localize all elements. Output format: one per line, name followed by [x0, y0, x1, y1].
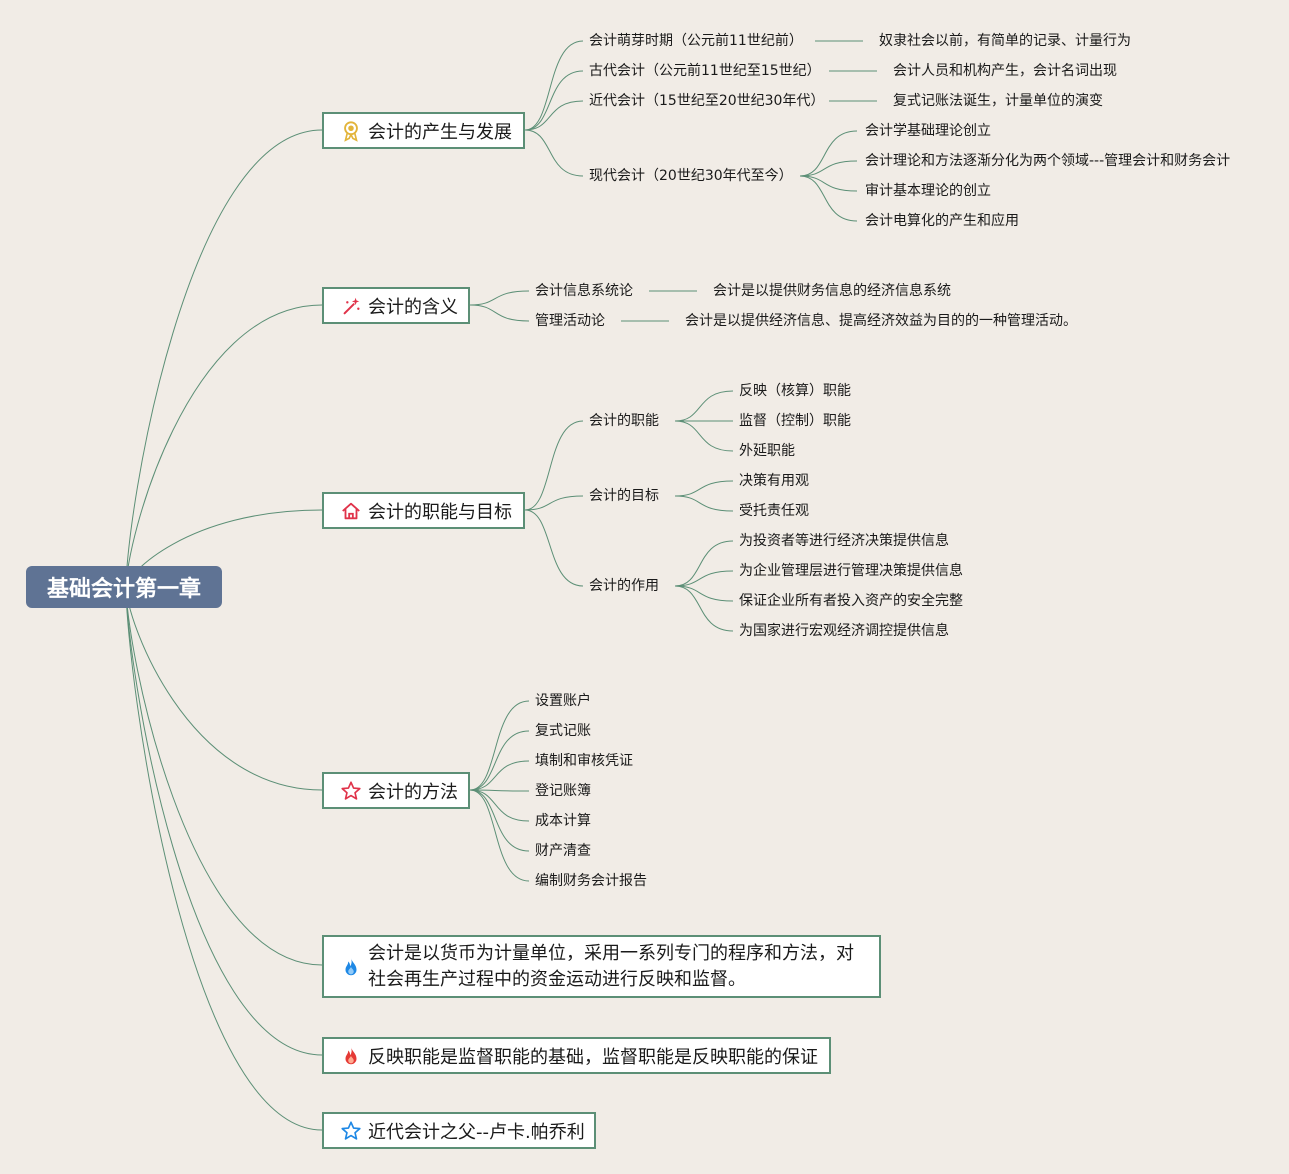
func-g3-item-2[interactable]: 为企业管理层进行管理决策提供信息 — [739, 563, 963, 579]
func-g1-item-1[interactable]: 反映（核算）职能 — [739, 383, 851, 399]
star-outline-red-icon — [340, 780, 362, 802]
meaning-item-1[interactable]: 会计信息系统论 — [535, 283, 633, 299]
topic-relation-label: 反映职能是监督职能的基础，监督职能是反映职能的保证 — [368, 1046, 818, 1068]
func-group-3[interactable]: 会计的作用 — [589, 578, 659, 594]
topic-meaning-label: 会计的含义 — [368, 296, 458, 318]
dev-note-1[interactable]: 奴隶社会以前，有简单的记录、计量行为 — [879, 33, 1131, 49]
func-group-1[interactable]: 会计的职能 — [589, 413, 659, 429]
dev-item-3[interactable]: 近代会计（15世纪至20世纪30年代） — [589, 93, 825, 109]
func-g2-item-2[interactable]: 受托责任观 — [739, 503, 809, 519]
home-icon — [340, 500, 362, 522]
topic-functions-label: 会计的职能与目标 — [368, 501, 512, 523]
method-item-3[interactable]: 填制和审核凭证 — [535, 753, 633, 769]
func-group-2[interactable]: 会计的目标 — [589, 488, 659, 504]
magic-wand-icon — [340, 295, 362, 317]
topic-meaning[interactable]: 会计的含义 — [322, 287, 470, 324]
method-item-2[interactable]: 复式记账 — [535, 723, 591, 739]
meaning-item-2[interactable]: 管理活动论 — [535, 313, 605, 329]
ribbon-medal-icon — [340, 120, 362, 142]
definition-line-2: 社会再生产过程中的资金运动进行反映和监督。 — [368, 968, 746, 990]
dev-item-4[interactable]: 现代会计（20世纪30年代至今） — [589, 168, 793, 184]
func-g1-item-3[interactable]: 外延职能 — [739, 443, 795, 459]
topic-definition[interactable]: 会计是以货币为计量单位，采用一系列专门的程序和方法，对 社会再生产过程中的资金运… — [322, 935, 881, 998]
meaning-note-2[interactable]: 会计是以提供经济信息、提高经济效益为目的的一种管理活动。 — [685, 313, 1077, 329]
topic-father-label: 近代会计之父--卢卡.帕乔利 — [368, 1121, 585, 1143]
dev-sub-4[interactable]: 会计电算化的产生和应用 — [865, 213, 1019, 229]
blue-flame-icon — [340, 956, 362, 978]
topic-development[interactable]: 会计的产生与发展 — [322, 112, 525, 149]
definition-text: 会计是以货币为计量单位，采用一系列专门的程序和方法，对 社会再生产过程中的资金运… — [368, 941, 854, 993]
dev-sub-1[interactable]: 会计学基础理论创立 — [865, 123, 991, 139]
dev-note-2[interactable]: 会计人员和机构产生，会计名词出现 — [893, 63, 1117, 79]
method-item-6[interactable]: 财产清查 — [535, 843, 591, 859]
dev-item-2[interactable]: 古代会计（公元前11世纪至15世纪） — [589, 63, 821, 79]
func-g3-item-1[interactable]: 为投资者等进行经济决策提供信息 — [739, 533, 949, 549]
topic-relation[interactable]: 反映职能是监督职能的基础，监督职能是反映职能的保证 — [322, 1037, 831, 1074]
dev-sub-3[interactable]: 审计基本理论的创立 — [865, 183, 991, 199]
method-item-1[interactable]: 设置账户 — [535, 693, 591, 709]
red-flame-icon — [340, 1045, 362, 1067]
dev-item-1[interactable]: 会计萌芽时期（公元前11世纪前） — [589, 33, 803, 49]
func-g2-item-1[interactable]: 决策有用观 — [739, 473, 809, 489]
root-topic[interactable]: 基础会计第一章 — [26, 566, 222, 608]
method-item-5[interactable]: 成本计算 — [535, 813, 591, 829]
dev-sub-2[interactable]: 会计理论和方法逐渐分化为两个领域---管理会计和财务会计 — [865, 153, 1231, 169]
method-item-4[interactable]: 登记账簿 — [535, 783, 591, 799]
star-outline-blue-icon — [340, 1120, 362, 1142]
method-item-7[interactable]: 编制财务会计报告 — [535, 873, 647, 889]
definition-line-1: 会计是以货币为计量单位，采用一系列专门的程序和方法，对 — [368, 942, 854, 964]
topic-development-label: 会计的产生与发展 — [368, 121, 512, 143]
dev-note-3[interactable]: 复式记账法诞生，计量单位的演变 — [893, 93, 1103, 109]
topic-methods[interactable]: 会计的方法 — [322, 772, 470, 809]
func-g3-item-4[interactable]: 为国家进行宏观经济调控提供信息 — [739, 623, 949, 639]
func-g3-item-3[interactable]: 保证企业所有者投入资产的安全完整 — [739, 593, 963, 609]
topic-methods-label: 会计的方法 — [368, 781, 458, 803]
func-g1-item-2[interactable]: 监督（控制）职能 — [739, 413, 851, 429]
topic-father[interactable]: 近代会计之父--卢卡.帕乔利 — [322, 1112, 596, 1149]
topic-functions[interactable]: 会计的职能与目标 — [322, 492, 525, 529]
meaning-note-1[interactable]: 会计是以提供财务信息的经济信息系统 — [713, 283, 951, 299]
